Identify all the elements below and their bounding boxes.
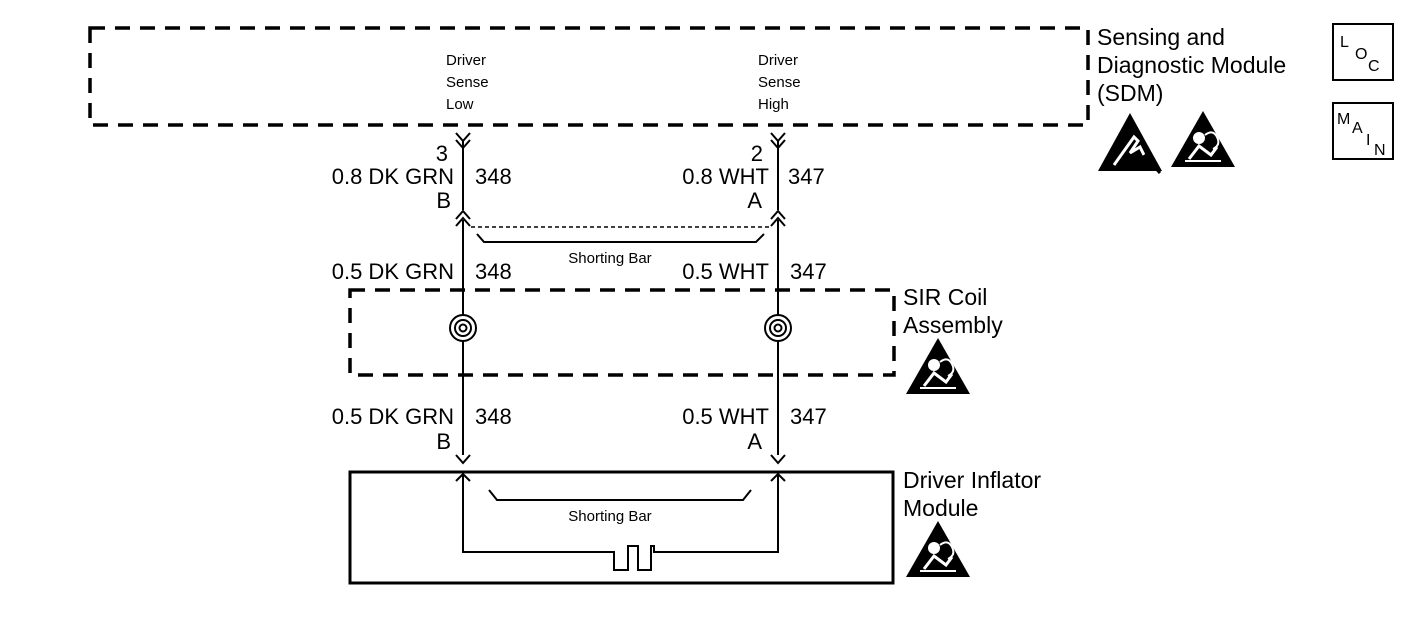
shorting-bar-upper [476, 233, 765, 243]
coil-connector-top-low [455, 209, 471, 227]
svg-text:C: C [1368, 58, 1380, 75]
inflator-module-name: Driver Inflator Module [903, 467, 1047, 521]
inflator-squib-circuit [462, 474, 779, 571]
wire-label-coil-low: 0.5 DK GRN [332, 259, 454, 284]
airbag-warning-icon [904, 519, 972, 579]
terminal-lower-high: A [747, 429, 762, 454]
shorting-bar-lower-label: Shorting Bar [568, 508, 651, 525]
inflator-connector-top-low [455, 454, 471, 465]
wire-label-lower-low: 0.5 DK GRN [332, 404, 454, 429]
sdm-pin-high-label: Driver Sense High [758, 52, 805, 113]
sdm-pin-low-label: Driver Sense Low [446, 52, 493, 113]
circuit-number-coil-low: 348 [475, 259, 512, 284]
circuit-number-lower-low: 348 [475, 404, 512, 429]
sdm-module-name: Sensing and Diagnostic Module (SDM) [1097, 24, 1293, 106]
coil-spiral-icon [764, 314, 792, 342]
wire-label-coil-high: 0.5 WHT [682, 259, 769, 284]
sdm-pin-number-low: 3 [436, 141, 448, 166]
shorting-bar-lower [488, 489, 752, 501]
terminal-upper-high: A [747, 188, 762, 213]
inflator-module-box [348, 470, 895, 585]
coil-connector-top-high [770, 209, 786, 227]
sdm-pin-number-high: 2 [751, 141, 763, 166]
circuit-number-lower-high: 347 [790, 404, 827, 429]
svg-text:N: N [1374, 142, 1386, 159]
wire-label-lower-high: 0.5 WHT [682, 404, 769, 429]
svg-text:L: L [1340, 34, 1349, 51]
shorting-bar-upper-label: Shorting Bar [568, 250, 651, 267]
coil-spiral-icon [449, 314, 477, 342]
airbag-warning-icon [904, 336, 972, 396]
terminal-upper-low: B [436, 188, 451, 213]
sir-coil-box [348, 288, 896, 377]
svg-text:I: I [1366, 132, 1370, 149]
wire-label-upper-high: 0.8 WHT [682, 164, 769, 189]
terminal-lower-low: B [436, 429, 451, 454]
main-badge[interactable]: M A I N [1332, 102, 1394, 160]
sir-coil-name: SIR Coil Assembly [903, 284, 1003, 338]
circuit-number-upper-high: 347 [788, 164, 825, 189]
airbag-warning-icon [1169, 109, 1237, 169]
circuit-number-coil-high: 347 [790, 259, 827, 284]
inflator-connector-top-high [770, 454, 786, 465]
sdm-module-box [88, 26, 1090, 127]
svg-text:A: A [1352, 120, 1363, 137]
loc-badge[interactable]: L O C [1332, 23, 1394, 81]
wire-label-upper-low: 0.8 DK GRN [332, 164, 454, 189]
circuit-number-upper-low: 348 [475, 164, 512, 189]
esd-warning-icon [1098, 113, 1162, 174]
svg-text:M: M [1337, 111, 1350, 128]
svg-text:O: O [1355, 46, 1367, 63]
